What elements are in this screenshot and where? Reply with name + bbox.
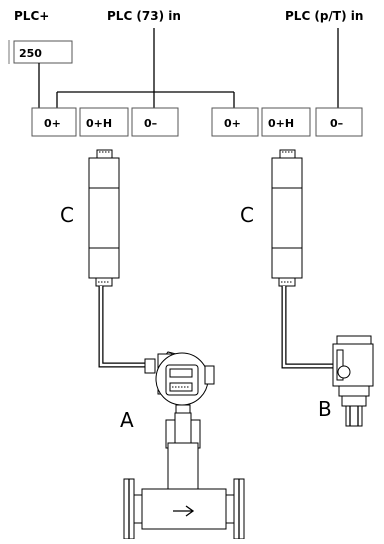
terminal-right-2 — [261, 107, 311, 137]
barrier-left — [88, 149, 120, 287]
plc-73-label: PLC (73) in — [107, 9, 181, 23]
resistor-box — [13, 40, 73, 64]
resistor-value: 250 — [19, 47, 42, 60]
terminal-right-2-label: 0+H — [268, 117, 294, 130]
terminal-left-1-label: 0+ — [44, 117, 61, 130]
terminal-block-left: 0+ 0+H 0– — [31, 107, 179, 137]
device-a-transmitter — [144, 351, 215, 414]
terminal-right-1-label: 0+ — [224, 117, 241, 130]
device-a-label: A — [120, 408, 134, 432]
cable-left — [98, 286, 148, 368]
barrier-left-label: C — [60, 203, 74, 227]
terminal-left-2 — [79, 107, 129, 137]
barrier-right — [271, 149, 303, 287]
barrier-right-label: C — [240, 203, 254, 227]
terminal-left-2-label: 0+H — [86, 117, 112, 130]
terminal-left-3-label: 0– — [144, 117, 157, 130]
terminal-right-3 — [315, 107, 363, 137]
terminal-right-1 — [211, 107, 259, 137]
cable-right — [281, 286, 336, 369]
terminal-block-right: 0+ 0+H 0– — [211, 107, 363, 137]
terminal-left-3 — [131, 107, 179, 137]
device-b-pressure-transmitter — [332, 335, 374, 427]
device-b-label: B — [318, 397, 332, 421]
terminal-right-3-label: 0– — [330, 117, 343, 130]
device-a-flowmeter — [123, 412, 245, 540]
plc-plus-label: PLC+ — [14, 9, 49, 23]
terminal-left-1 — [31, 107, 77, 137]
plc-pt-label: PLC (p/T) in — [285, 9, 363, 23]
